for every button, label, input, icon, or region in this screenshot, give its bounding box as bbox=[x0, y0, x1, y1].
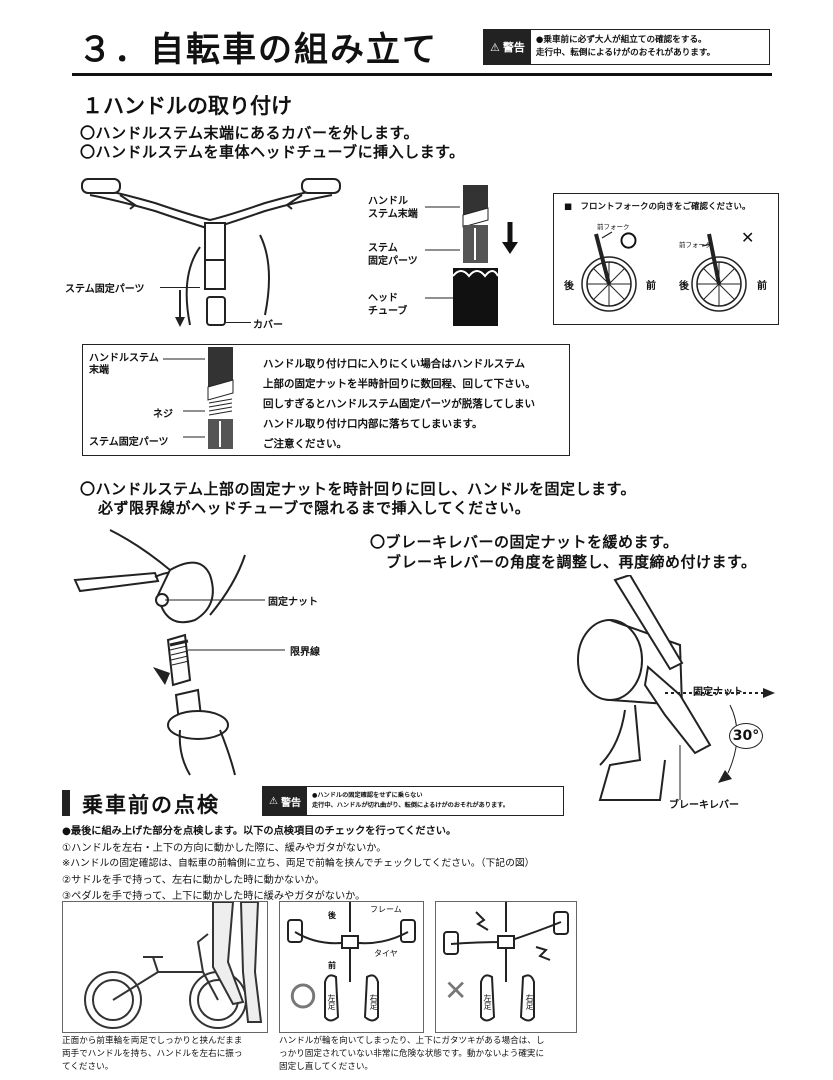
cover-label: カバー bbox=[253, 320, 283, 331]
check-line-4: ②サドルを手で持って、左右に動かした時に動かないか。 bbox=[62, 875, 325, 886]
fix-nut-label: 固定ナット bbox=[268, 597, 318, 608]
fork-label-ok: 前フォーク bbox=[597, 223, 630, 231]
brake-instruction-2: ブレーキレバーの角度を調整し、再度締め付けます。 bbox=[386, 553, 757, 571]
stem-fix-parts-label: ステム固定パーツ bbox=[65, 284, 145, 295]
warning-label: ⚠ 警告 bbox=[263, 787, 307, 815]
fork-label-ng: 前フォーク bbox=[679, 241, 712, 249]
brake-nut-label: 固定ナット bbox=[693, 687, 743, 698]
handlebar-loose-view bbox=[443, 902, 569, 1022]
step1-instruction-2: 〇ハンドルステムを車体ヘッドチューブに挿入します。 bbox=[80, 143, 465, 161]
photo-caption-2: ハンドルが輪を向いてしまったり、上下にガタツキがある場合は、し っかり固定されて… bbox=[279, 1036, 545, 1072]
nut-tightening-illustration bbox=[73, 529, 285, 776]
photo-caption-1: 正面から前車輪を両足でしっかりと挟んだまま 両手でハンドルを持ち、ハンドルを左右… bbox=[62, 1036, 243, 1072]
stem-fix-note-label: ステム固定パーツ bbox=[89, 437, 169, 448]
page-title: ３．自転車の組み立て bbox=[78, 30, 438, 70]
ok-mark: 〇 bbox=[620, 232, 637, 252]
check-line-2: ①ハンドルを左右・上下の方向に動かした際に、緩みやガタがないか。 bbox=[62, 843, 387, 854]
warning-triangle-icon: ⚠ bbox=[490, 40, 500, 54]
label-left-foot: 左足 bbox=[483, 994, 492, 1010]
fork-box-title: ■ フロントフォークの向きをご確認ください。 bbox=[564, 202, 751, 212]
warning-triangle-icon: ⚠ bbox=[269, 795, 278, 807]
check-diagram-ng: 左足 右足 ✕ bbox=[435, 901, 577, 1033]
check-line-5: ③ペダルを手で持って、上下に動かした時に緩みやガタがないか。 bbox=[62, 891, 366, 902]
step1-instruction-1: 〇ハンドルステム末端にあるカバーを外します。 bbox=[80, 124, 420, 142]
stem-end-note-label: ハンドルステム 末端 bbox=[89, 353, 159, 376]
warning-text: ●乗車前に必ず大人が組立ての確認をする。 走行中、転倒によるけがのおそれがありま… bbox=[535, 35, 716, 58]
back-label-right: 後 bbox=[679, 281, 689, 292]
check-line-1: ●最後に組み上げた部分を点検します。以下の点検項目のチェックを行ってください。 bbox=[62, 826, 457, 837]
screw-label: ネジ bbox=[153, 409, 173, 420]
note-box: ハンドルステム 末端 ネジ ステム固定パーツ ハンドル取り付け口に入りにくい場合… bbox=[82, 344, 570, 456]
title-divider bbox=[72, 73, 772, 76]
handlebar-illustration bbox=[81, 178, 341, 327]
stem-insert-diagram bbox=[425, 185, 518, 326]
check-diagram-ok: 後 フレーム 前 タイヤ 左足 右足 〇 bbox=[279, 901, 424, 1033]
check-warning-box: ⚠ 警告 ●ハンドルの固定確認をせずに乗らない 走行中、ハンドルが切れ曲がり、転… bbox=[262, 786, 564, 816]
head-tube-label: ヘッド チューブ bbox=[368, 293, 408, 317]
handlebar-top-view bbox=[287, 902, 416, 1022]
ng-mark: ✕ bbox=[444, 974, 468, 1007]
label-left-foot: 左足 bbox=[327, 994, 336, 1010]
stem-end-label: ハンドル ステム末端 bbox=[368, 196, 418, 220]
step1-heading: １ハンドルの取り付け bbox=[82, 94, 292, 118]
fork-diagrams bbox=[581, 231, 747, 312]
label-right-foot: 右足 bbox=[525, 994, 534, 1010]
brake-lever-illustration bbox=[577, 575, 775, 801]
ng-mark: ✕ bbox=[741, 228, 755, 247]
front-label-left: 前 bbox=[646, 281, 656, 292]
top-warning-box: ⚠ 警告 ●乗車前に必ず大人が組立ての確認をする。 走行中、転倒によるけがのおそ… bbox=[483, 29, 770, 65]
label-tire: タイヤ bbox=[374, 949, 398, 958]
step1-instruction-3: 〇ハンドルステム上部の固定ナットを時計回りに回し、ハンドルを固定します。 bbox=[80, 480, 637, 498]
label-frame: フレーム bbox=[370, 905, 402, 914]
leader-line bbox=[226, 322, 251, 323]
bike-check-illustration bbox=[84, 902, 263, 1029]
brake-lever-label: ブレーキレバー bbox=[669, 800, 739, 811]
warning-label: ⚠ 警告 bbox=[484, 30, 531, 64]
limit-line-label: 限界線 bbox=[290, 647, 320, 658]
brake-instruction-1: 〇ブレーキレバーの固定ナットを緩めます。 bbox=[370, 533, 679, 551]
stem-detail-diagram bbox=[163, 347, 234, 449]
note-text: ハンドル取り付け口に入りにくい場合はハンドルステム 上部の固定ナットを半時計回り… bbox=[263, 358, 536, 450]
leader-line bbox=[160, 287, 200, 288]
check-heading: 乗車前の点検 bbox=[82, 793, 220, 817]
stem-fix-label: ステム 固定パーツ bbox=[368, 243, 418, 267]
ok-mark: 〇 bbox=[290, 983, 317, 1013]
label-back: 後 bbox=[328, 911, 336, 920]
label-right-foot: 右足 bbox=[369, 994, 378, 1010]
front-fork-box: ■ フロントフォークの向きをご確認ください。 前フォーク 前フォーク 〇 ✕ 後… bbox=[553, 193, 779, 325]
check-line-3: ※ハンドルの固定確認は、自転車の前輪側に立ち、両足で前輪を挟んでチェックしてくだ… bbox=[62, 858, 535, 869]
step1-instruction-4: 必ず限界線がヘッドチューブで隠れるまで挿入してください。 bbox=[98, 499, 531, 517]
warning-text: ●ハンドルの固定確認をせずに乗らない 走行中、ハンドルが切れ曲がり、転倒によるけ… bbox=[311, 792, 509, 809]
label-front: 前 bbox=[328, 961, 336, 970]
angle-label: 30° bbox=[729, 723, 763, 749]
back-label-left: 後 bbox=[564, 281, 574, 292]
section-marker bbox=[62, 790, 70, 816]
check-photo-bike bbox=[62, 901, 268, 1033]
front-label-right: 前 bbox=[757, 281, 767, 292]
